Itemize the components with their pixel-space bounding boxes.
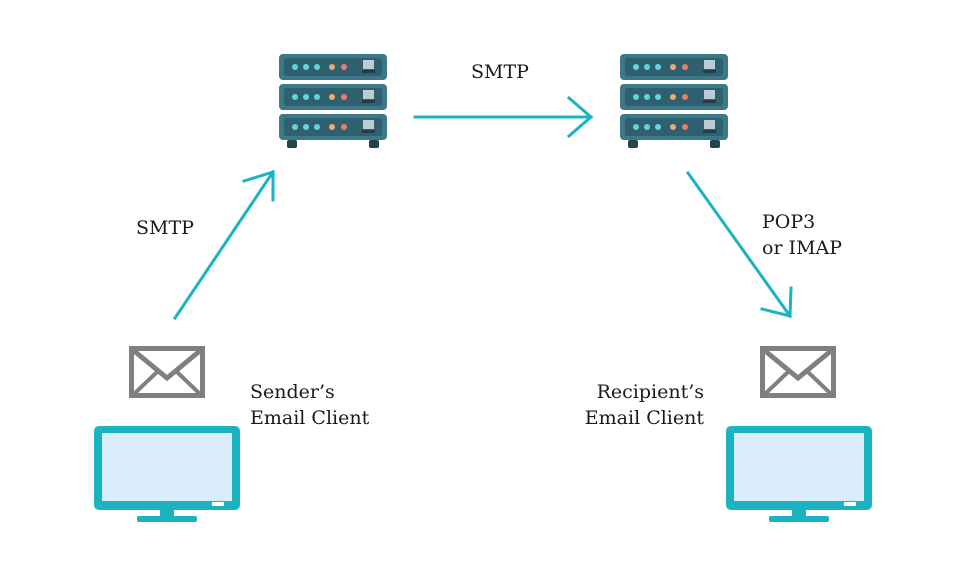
recipient-envelope-icon <box>763 349 834 396</box>
retrieval-protocol-label: POP3 or IMAP <box>762 209 842 261</box>
sender-mail-server-icon <box>279 54 387 148</box>
smtp-client-to-server-label: SMTP <box>136 217 194 239</box>
smtp-server-to-server-label: SMTP <box>471 61 529 83</box>
retrieval-protocol-line-2: or IMAP <box>762 237 843 259</box>
recipient-monitor-icon <box>726 426 872 522</box>
retrieval-protocol-line-1: POP3 <box>762 211 816 233</box>
recipient-client-label: Recipient’s Email Client <box>585 379 704 431</box>
recipient-client-line-1: Recipient’s <box>596 381 704 403</box>
arrow-server-to-client-icon <box>685 170 793 319</box>
sender-client-line-1: Sender’s <box>250 381 335 403</box>
arrow-client-to-server-icon <box>172 169 276 321</box>
sender-envelope-icon <box>132 349 203 396</box>
recipient-client-line-2: Email Client <box>584 407 704 429</box>
arrow-server-to-server-icon <box>413 95 594 139</box>
sender-client-label: Sender’s Email Client <box>250 379 369 431</box>
sender-client-line-2: Email Client <box>250 407 370 429</box>
recipient-mail-server-icon <box>620 54 728 148</box>
sender-monitor-icon <box>94 426 240 522</box>
